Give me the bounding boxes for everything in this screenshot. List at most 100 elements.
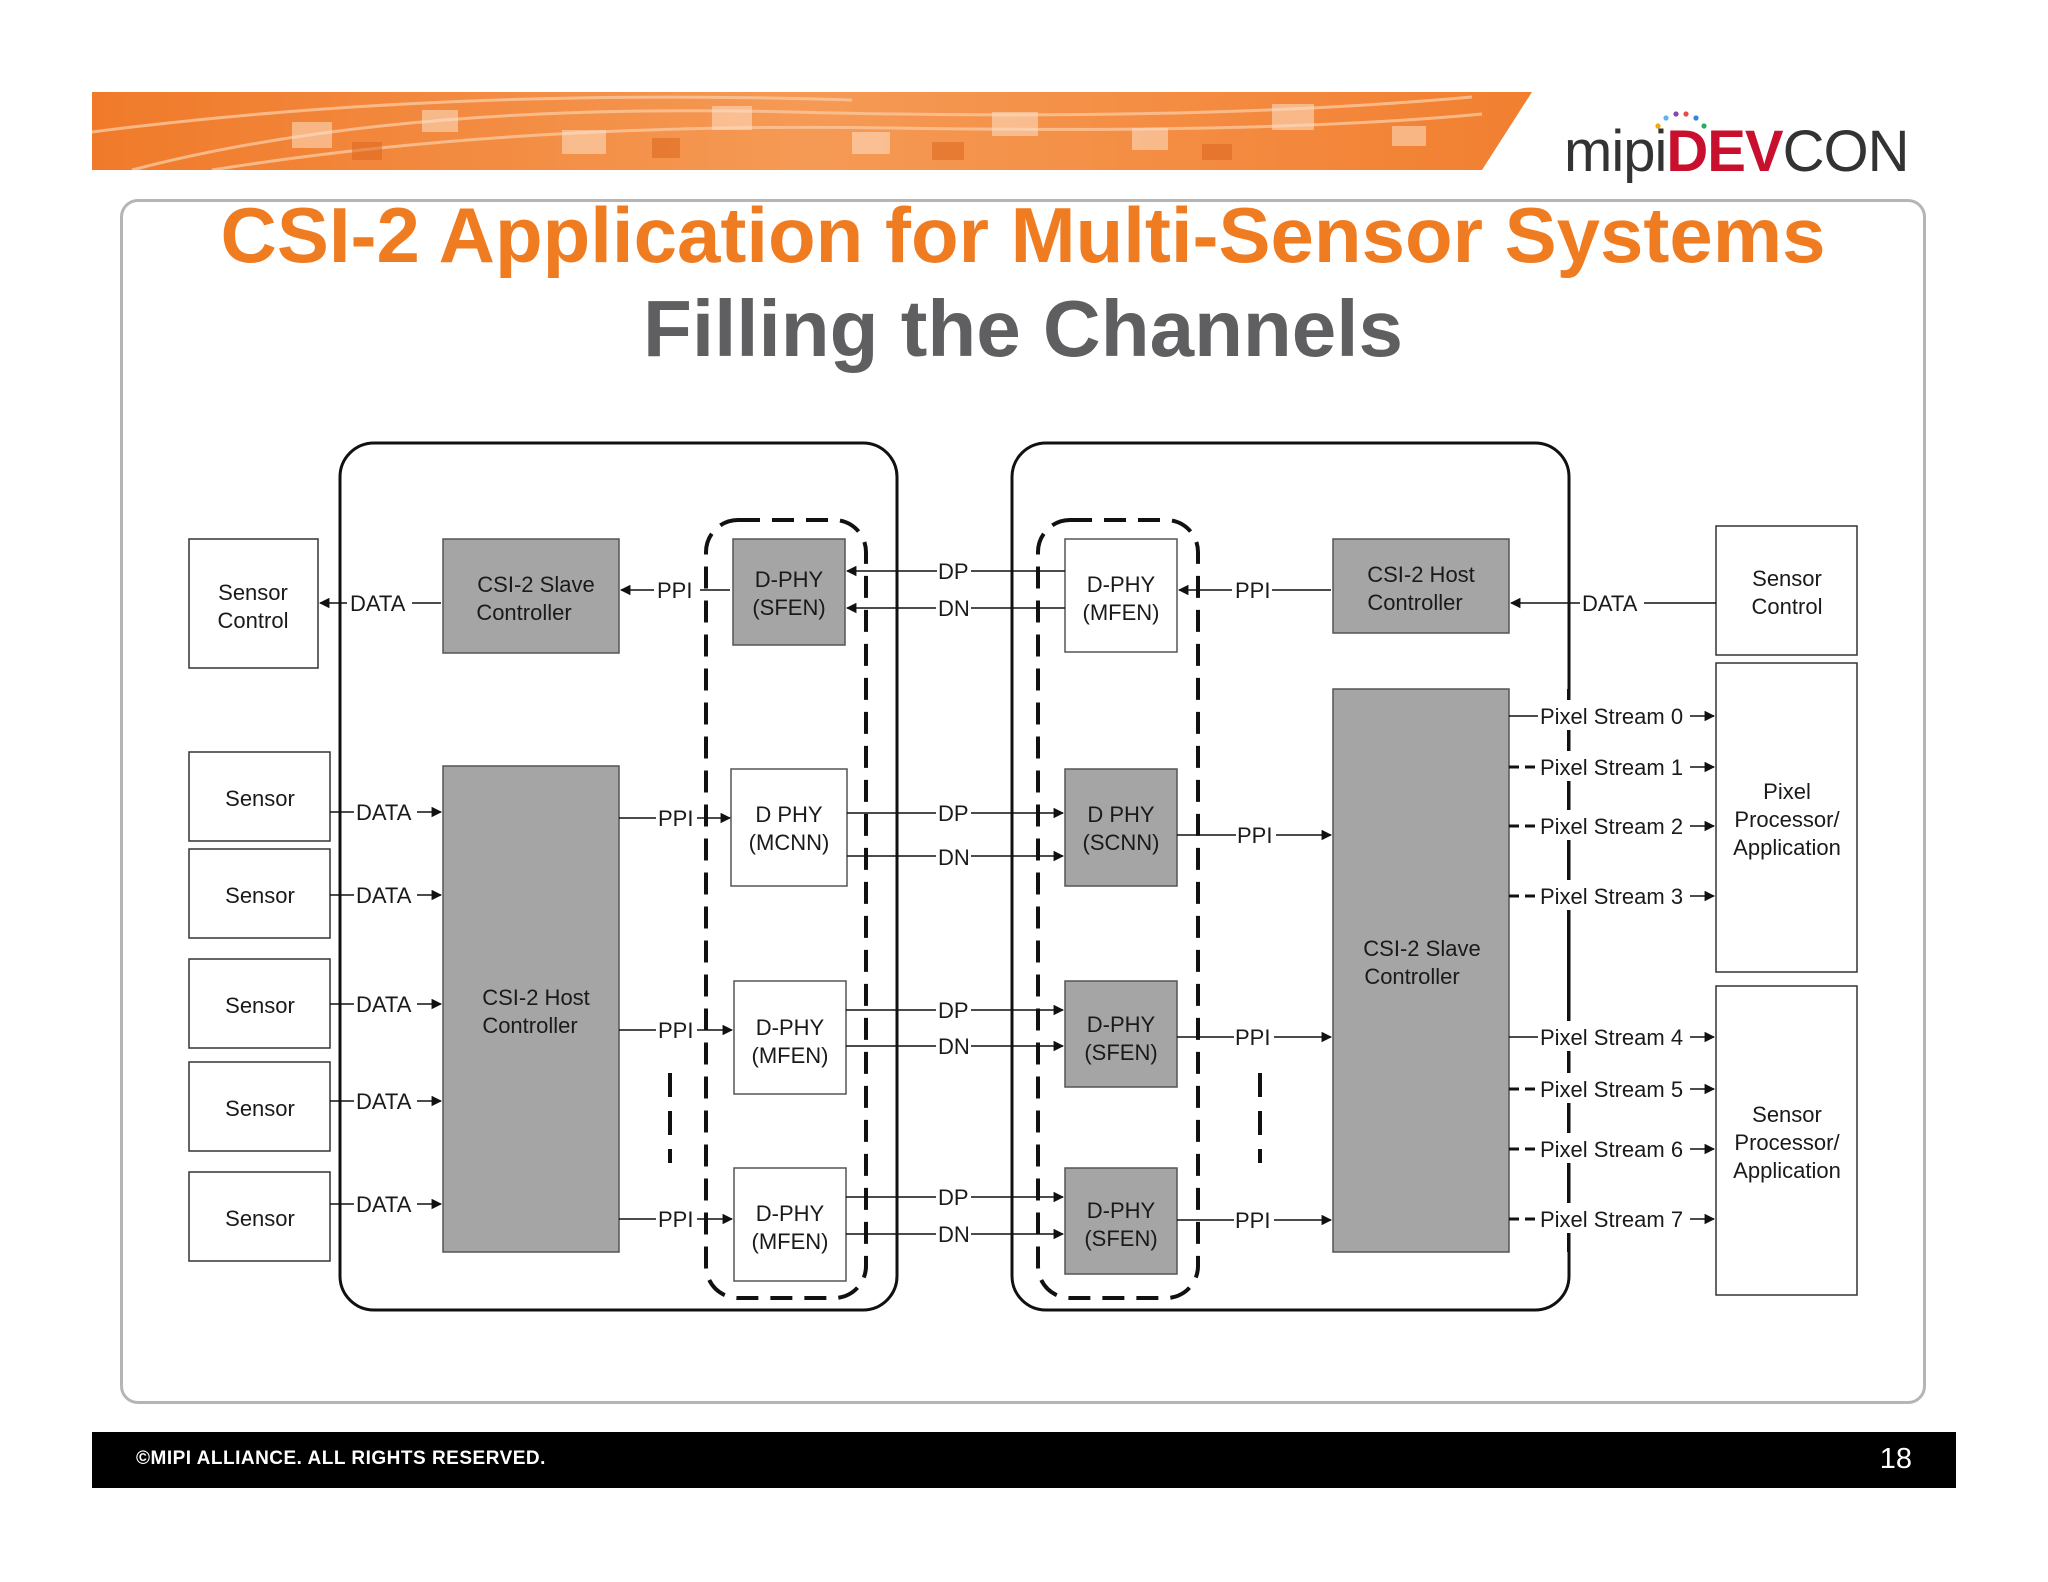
- left-system-box: [338, 441, 899, 1312]
- pixel-stream-5: Pixel Stream 5: [1540, 1077, 1683, 1102]
- svg-text:D PHY(MCNN): D PHY (MCNN): [749, 802, 830, 855]
- right-dphy-0-line2: (MFEN): [1083, 600, 1160, 625]
- svg-text:D-PHY(SFEN): D-PHY (SFEN): [1084, 1012, 1157, 1065]
- pixel-stream-1: Pixel Stream 1: [1540, 755, 1683, 780]
- ppi-label-left-3: PPI: [658, 1207, 693, 1232]
- right-dphy-2-line2: (SFEN): [1084, 1040, 1157, 1065]
- right-dphy-box-0: [1064, 538, 1178, 653]
- right-dphy-3-line2: (SFEN): [1084, 1226, 1157, 1251]
- page-number: 18: [1879, 1443, 1912, 1475]
- data-label-s0: DATA: [356, 800, 412, 825]
- sensor-box-1: [188, 848, 331, 939]
- svg-text:D-PHY(MFEN): D-PHY (MFEN): [752, 1015, 829, 1068]
- right-dphy-1-line1: D PHY: [1087, 802, 1155, 827]
- slide-title: CSI-2 Application for Multi-Sensor Syste…: [220, 191, 1826, 279]
- pixel-processor-box: [1715, 662, 1858, 973]
- sensor-label-0: Sensor: [225, 786, 295, 811]
- left-dphy-2-line1: D-PHY: [756, 1015, 825, 1040]
- data-label-right-control: DATA: [1582, 591, 1638, 616]
- footer-bar: ©MIPI ALLIANCE. ALL RIGHTS RESERVED. 18: [92, 1432, 1956, 1488]
- data-label-s1: DATA: [356, 883, 412, 908]
- ppi-label-right-2: PPI: [1235, 1025, 1270, 1050]
- copyright-text: ©MIPI ALLIANCE. ALL RIGHTS RESERVED.: [136, 1448, 546, 1469]
- ppi-label-right-3: PPI: [1235, 1208, 1270, 1233]
- left-dphy-1-line1: D PHY: [755, 802, 823, 827]
- pixel-stream-7: Pixel Stream 7: [1540, 1207, 1683, 1232]
- pixel-stream-0: Pixel Stream 0: [1540, 704, 1683, 729]
- dn-label-3: DN: [938, 1222, 970, 1247]
- logo-dev: DEV: [1666, 119, 1783, 184]
- sensor-label-1: Sensor: [225, 883, 295, 908]
- svg-text:D PHY(SCNN): D PHY (SCNN): [1083, 802, 1160, 855]
- right-dphy-box-1: [1064, 768, 1178, 887]
- right-sensor-control-box: [1715, 525, 1858, 656]
- logo-con: CON: [1782, 119, 1910, 184]
- data-label-s4: DATA: [356, 1192, 412, 1217]
- left-host-controller-box: [442, 765, 620, 1253]
- pixel-stream-3: Pixel Stream 3: [1540, 884, 1683, 909]
- right-dphy-group: [1036, 518, 1200, 1300]
- ppi-label-left-1: PPI: [658, 806, 693, 831]
- sensor-box-2: [188, 958, 331, 1049]
- pixel-stream-2: Pixel Stream 2: [1540, 814, 1683, 839]
- left-dphy-3-line1: D-PHY: [756, 1201, 825, 1226]
- slide-subtitle: Filling the Channels: [642, 284, 1404, 373]
- sensor-label-4: Sensor: [225, 1206, 295, 1231]
- left-dphy-box-3: [733, 1167, 847, 1282]
- ppi-label-left-slave: PPI: [657, 578, 692, 603]
- sensor-label-2: Sensor: [225, 993, 295, 1018]
- dp-label-1: DP: [938, 801, 969, 826]
- right-dphy-0-line1: D-PHY: [1087, 572, 1156, 597]
- left-dphy-0-line2: (SFEN): [752, 595, 825, 620]
- left-dphy-0-line1: D-PHY: [755, 567, 824, 592]
- left-dphy-box-0: [732, 538, 846, 646]
- ppi-label-right-1: PPI: [1237, 823, 1272, 848]
- dn-label-2: DN: [938, 1034, 970, 1059]
- right-dphy-3-line1: D-PHY: [1087, 1198, 1156, 1223]
- left-dphy-1-line2: (MCNN): [749, 830, 830, 855]
- left-slave-controller-box: [442, 538, 620, 654]
- right-dphy-1-line2: (SCNN): [1083, 830, 1160, 855]
- content-frame: [120, 199, 1926, 1404]
- left-dphy-3-line2: (MFEN): [752, 1229, 829, 1254]
- dp-label-0: DP: [938, 559, 969, 584]
- sensor-processor-box: [1715, 985, 1858, 1296]
- left-dphy-box-1: [730, 768, 848, 887]
- left-dphy-box-2: [733, 980, 847, 1095]
- data-label-s3: DATA: [356, 1089, 412, 1114]
- ppi-label-right-0: PPI: [1235, 578, 1270, 603]
- svg-text:D-PHY(SFEN): D-PHY (SFEN): [752, 567, 825, 620]
- sensor-box-4: [188, 1171, 331, 1262]
- dp-label-3: DP: [938, 1185, 969, 1210]
- right-host-controller-box: [1332, 538, 1510, 634]
- right-dphy-2-line1: D-PHY: [1087, 1012, 1156, 1037]
- mipi-devcon-logo: mipiDEVCON: [1560, 110, 1909, 200]
- svg-text:D-PHY(MFEN): D-PHY (MFEN): [752, 1201, 829, 1254]
- right-slave-controller-box: [1332, 688, 1510, 1253]
- dp-label-2: DP: [938, 998, 969, 1023]
- pixel-stream-6: Pixel Stream 6: [1540, 1137, 1683, 1162]
- left-dphy-2-line2: (MFEN): [752, 1043, 829, 1068]
- right-dphy-box-3: [1064, 1167, 1178, 1275]
- sensor-box-3: [188, 1061, 331, 1152]
- svg-text:D-PHY(SFEN): D-PHY (SFEN): [1084, 1198, 1157, 1251]
- logo-mipi: mipi: [1564, 119, 1667, 184]
- sensor-box-0: [188, 751, 331, 842]
- header-banner: [92, 92, 1532, 170]
- left-sensor-control-box: [188, 538, 319, 669]
- svg-text:D-PHY(MFEN): D-PHY (MFEN): [1083, 572, 1160, 625]
- dn-label-0: DN: [938, 596, 970, 621]
- data-label-s2: DATA: [356, 992, 412, 1017]
- data-label-left-control: DATA: [350, 591, 406, 616]
- right-dphy-box-2: [1064, 980, 1178, 1088]
- logo-dots-icon: [1655, 111, 1707, 129]
- left-dphy-group: [704, 518, 868, 1300]
